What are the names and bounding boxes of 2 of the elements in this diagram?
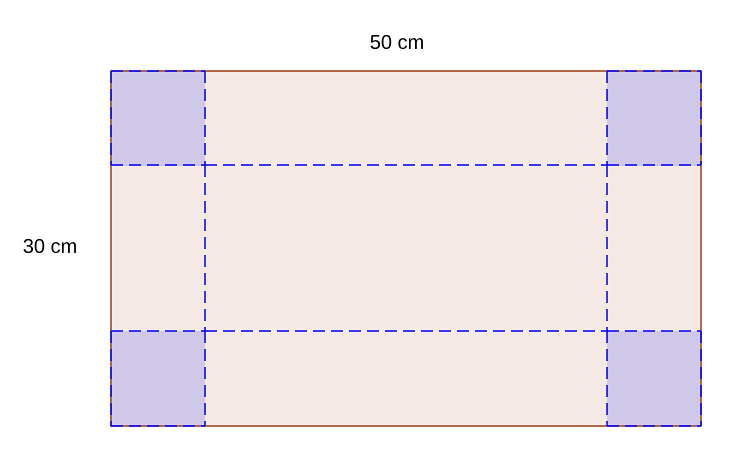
dimension-label: 50 cm: [370, 34, 423, 50]
dimension-label: 30 cm: [24, 238, 76, 254]
